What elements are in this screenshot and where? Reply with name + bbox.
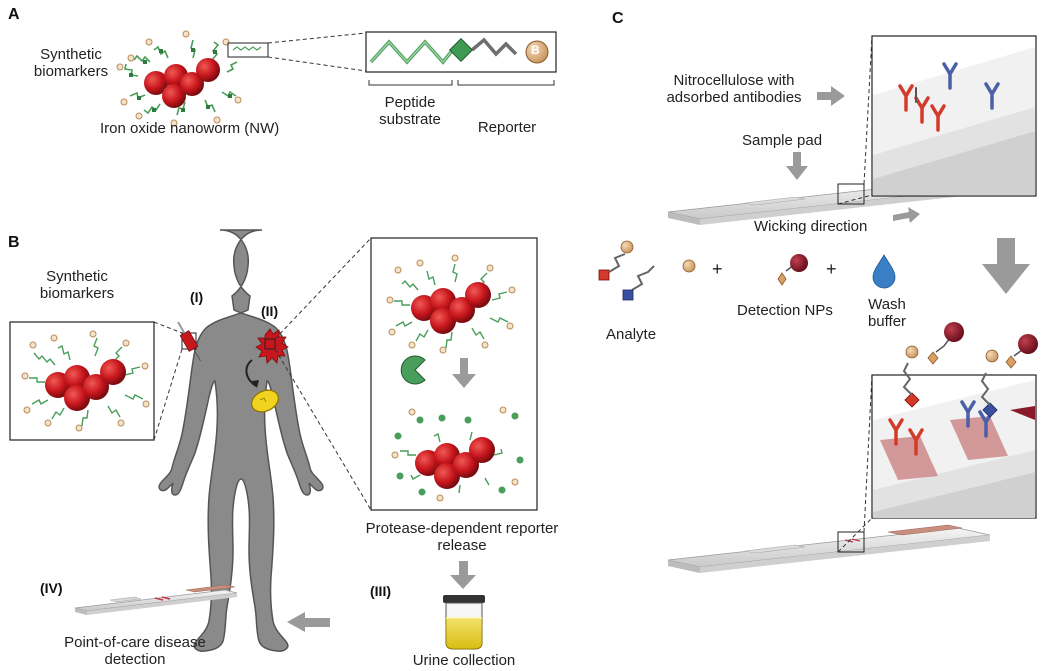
step-2-label: (II): [261, 303, 279, 319]
sample-pad-label: Sample pad: [742, 132, 823, 149]
iron-oxide-label: Iron oxide nanoworm (NW): [100, 120, 280, 137]
panel-c-letter: C: [612, 10, 624, 27]
right-arrow-icon: [893, 207, 920, 223]
wash-buffer-label: Wash buffer: [867, 296, 907, 331]
reporter-label: Reporter: [477, 119, 537, 136]
inset-connector: [863, 374, 873, 533]
water-drop-icon: [872, 254, 896, 289]
curved-arrow-icon: [245, 359, 257, 387]
syringe-icon: [177, 321, 201, 362]
down-arrow-icon: [450, 561, 476, 589]
left-arrow-icon: [287, 612, 330, 632]
test-strip-b: [74, 584, 238, 615]
down-arrow-icon: [786, 152, 808, 180]
kidney-icon: [251, 389, 279, 413]
reporter-badge: B: [531, 43, 540, 57]
right-arrow-icon: [817, 86, 845, 106]
inset-connector: [863, 35, 873, 185]
nitrocellulose-label: Nitrocellulose with adsorbed antibodies: [666, 72, 802, 107]
panel-a-letter: A: [8, 6, 20, 23]
captured-complex: [902, 322, 1038, 418]
poc-detection-label: Point-of-care disease detection: [64, 634, 206, 669]
panel-a-nanoworm: [116, 30, 242, 127]
peptide-substrate-label: Peptide substrate: [379, 94, 441, 129]
plus-sign: +: [826, 259, 837, 279]
panel-a-magnifier: [227, 31, 557, 73]
panel-c-inset-top: [871, 35, 1037, 197]
analyte-icon: [598, 240, 696, 301]
inset-connector: [274, 237, 372, 340]
panel-c-inset-bottom: [871, 374, 1037, 519]
step-1-label: (I): [190, 289, 204, 305]
protease-icon: [400, 355, 426, 385]
step-3-label: (III): [370, 583, 391, 599]
panel-b-synthetic-biomarkers-label: Synthetic biomarkers: [39, 268, 115, 303]
down-arrow-icon: [452, 358, 476, 388]
panel-a-synthetic-biomarkers-label: Synthetic biomarkers: [33, 46, 109, 81]
analyte-label: Analyte: [606, 326, 657, 343]
plus-sign: +: [712, 259, 723, 279]
inset-connector: [837, 517, 873, 553]
down-arrow-icon: [982, 238, 1030, 294]
urine-cup-icon: [443, 595, 485, 650]
urine-collection-label: Urine collection: [412, 652, 516, 669]
human-body: [158, 229, 324, 652]
inset-connector: [153, 321, 183, 334]
detection-np-icon: [777, 254, 808, 286]
step-4-label: (IV): [40, 580, 63, 596]
inset-connector: [274, 348, 372, 511]
panel-b-inset-left: [9, 321, 155, 441]
tumor-icon: [255, 328, 289, 364]
protease-release-label: Protease-dependent reporter release: [365, 520, 559, 555]
panel-a-brackets: [368, 80, 555, 86]
wicking-direction-label: Wicking direction: [754, 218, 868, 235]
detection-nps-label: Detection NPs: [737, 302, 833, 319]
test-strip-c-bottom: [667, 524, 991, 573]
inset-connector: [837, 194, 873, 205]
panel-b-letter: B: [8, 234, 20, 251]
